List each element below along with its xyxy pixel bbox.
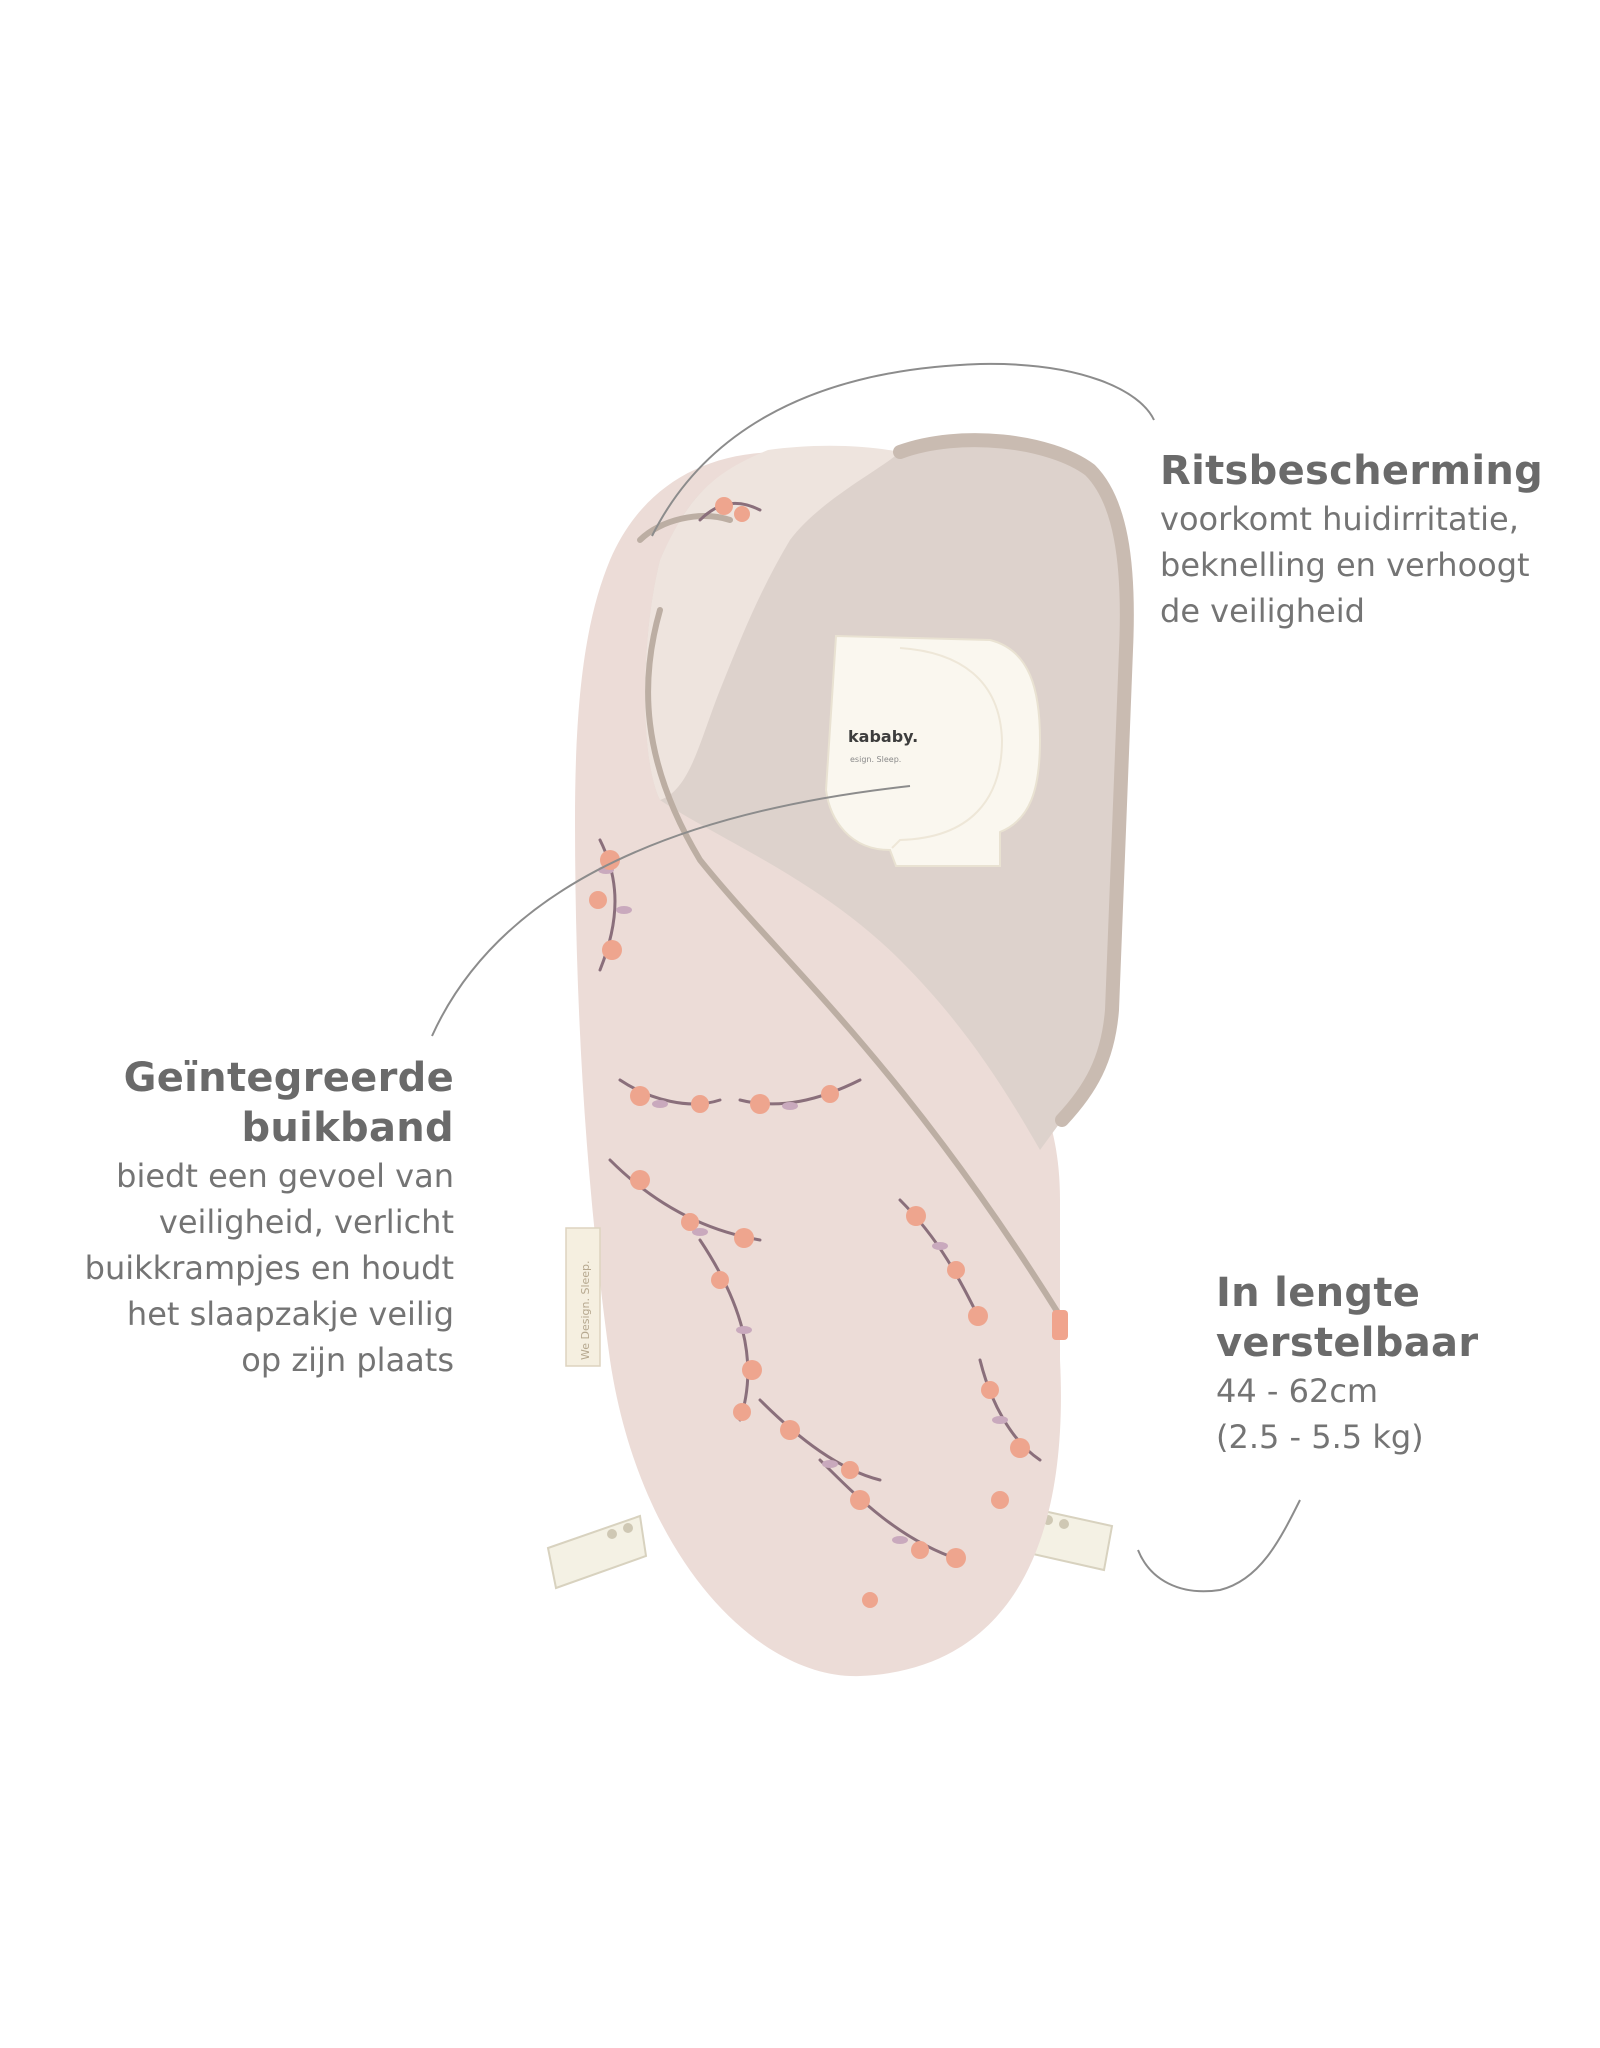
leader-line-length	[1137, 1499, 1301, 1593]
side-tag: We Design. Sleep.	[565, 1227, 601, 1367]
svg-text:kababy.: kababy.	[848, 727, 918, 746]
callout-belly-band: Geïntegreerde buikband biedt een gevoel …	[40, 1053, 454, 1383]
leader-lines	[431, 362, 1301, 1593]
adjustable-straps	[546, 1506, 1114, 1590]
callout-zip-text: voorkomt huidirritatie, beknelling en ve…	[1160, 500, 1530, 630]
callout-length-text: 44 - 62cm (2.5 - 5.5 kg)	[1216, 1372, 1424, 1456]
callout-band-text: biedt een gevoel van veiligheid, verlich…	[84, 1157, 454, 1379]
svg-text:We Design. Sleep.: We Design. Sleep.	[579, 1260, 592, 1360]
callout-length: In lengte verstelbaar 44 - 62cm (2.5 - 5…	[1216, 1268, 1596, 1460]
zipper	[637, 513, 1063, 1319]
zipper-guard	[893, 433, 1134, 1127]
leader-line-zip	[651, 362, 1155, 537]
leader-line-band	[431, 785, 911, 1037]
callout-zip-title: Ritsbescherming	[1160, 448, 1544, 494]
zipper-pull	[1052, 1310, 1068, 1340]
svg-text:esign. Sleep.: esign. Sleep.	[850, 755, 901, 764]
callout-zip-protection: Ritsbescherming voorkomt huidirritatie, …	[1160, 446, 1590, 634]
belly-band: kababy. esign. Sleep.	[824, 634, 1042, 867]
callout-band-title: Geïntegreerde buikband	[123, 1055, 454, 1151]
callout-length-title: In lengte verstelbaar	[1216, 1270, 1479, 1366]
blossoms	[589, 497, 1030, 1608]
